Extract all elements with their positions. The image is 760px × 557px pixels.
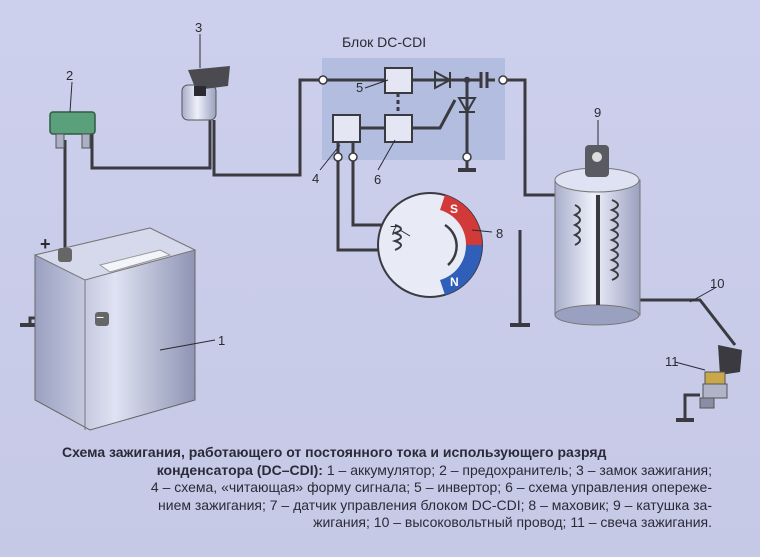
ignition-switch-icon [181,66,230,121]
label-8: 8 [496,226,503,241]
terminal [318,75,328,85]
battery-plus-sign: + [40,234,51,254]
flywheel-icon [377,192,483,298]
ignition-coil-icon [554,145,641,326]
label-3: 3 [195,20,202,35]
north-magnet [440,245,483,295]
label-2: 2 [66,68,73,83]
caption-line-4: нием зажигания; 7 – датчик управления бл… [158,496,712,513]
south-magnet [440,195,483,245]
caption-line-2: 1 – аккумулятор; 2 – предохранитель; 3 –… [322,461,712,478]
inverter-box [384,67,413,94]
cdi-block-title: Блок DC-CDI [342,34,426,50]
timing-control-box [384,114,413,143]
terminal [333,152,343,162]
sensor-coil [391,224,402,251]
spark-plug-icon [699,345,742,409]
label-10: 10 [710,276,724,291]
terminal [498,75,508,85]
battery-minus-sign: − [96,309,104,325]
magnet-s-label: S [450,202,458,216]
figure-caption: Схема зажигания, работающего от постоянн… [62,444,712,532]
terminal [348,152,358,162]
fuse-icon [49,111,96,149]
label-7: 7 [390,223,397,238]
cdi-block-area [322,58,505,160]
battery-icon [33,227,197,431]
caption-title-end: конденсатора (DC–CDI): [156,461,323,478]
label-4: 4 [312,171,319,186]
terminal [462,152,472,162]
magnet-n-label: N [450,275,459,289]
label-5: 5 [356,80,363,95]
label-11: 11 [665,354,679,369]
signal-reader-box [332,114,361,143]
label-1: 1 [218,333,225,348]
caption-line-3: 4 – схема, «читающая» форму сигнала; 5 –… [150,479,712,495]
diode-icon [434,70,453,90]
caption-title: Схема зажигания, работающего от постоянн… [62,444,607,460]
caption-line-5: жигания; 10 – высоковольтный провод; 11 … [313,514,712,530]
label-6: 6 [374,172,381,187]
label-9: 9 [594,105,601,120]
thyristor-icon [457,97,477,115]
